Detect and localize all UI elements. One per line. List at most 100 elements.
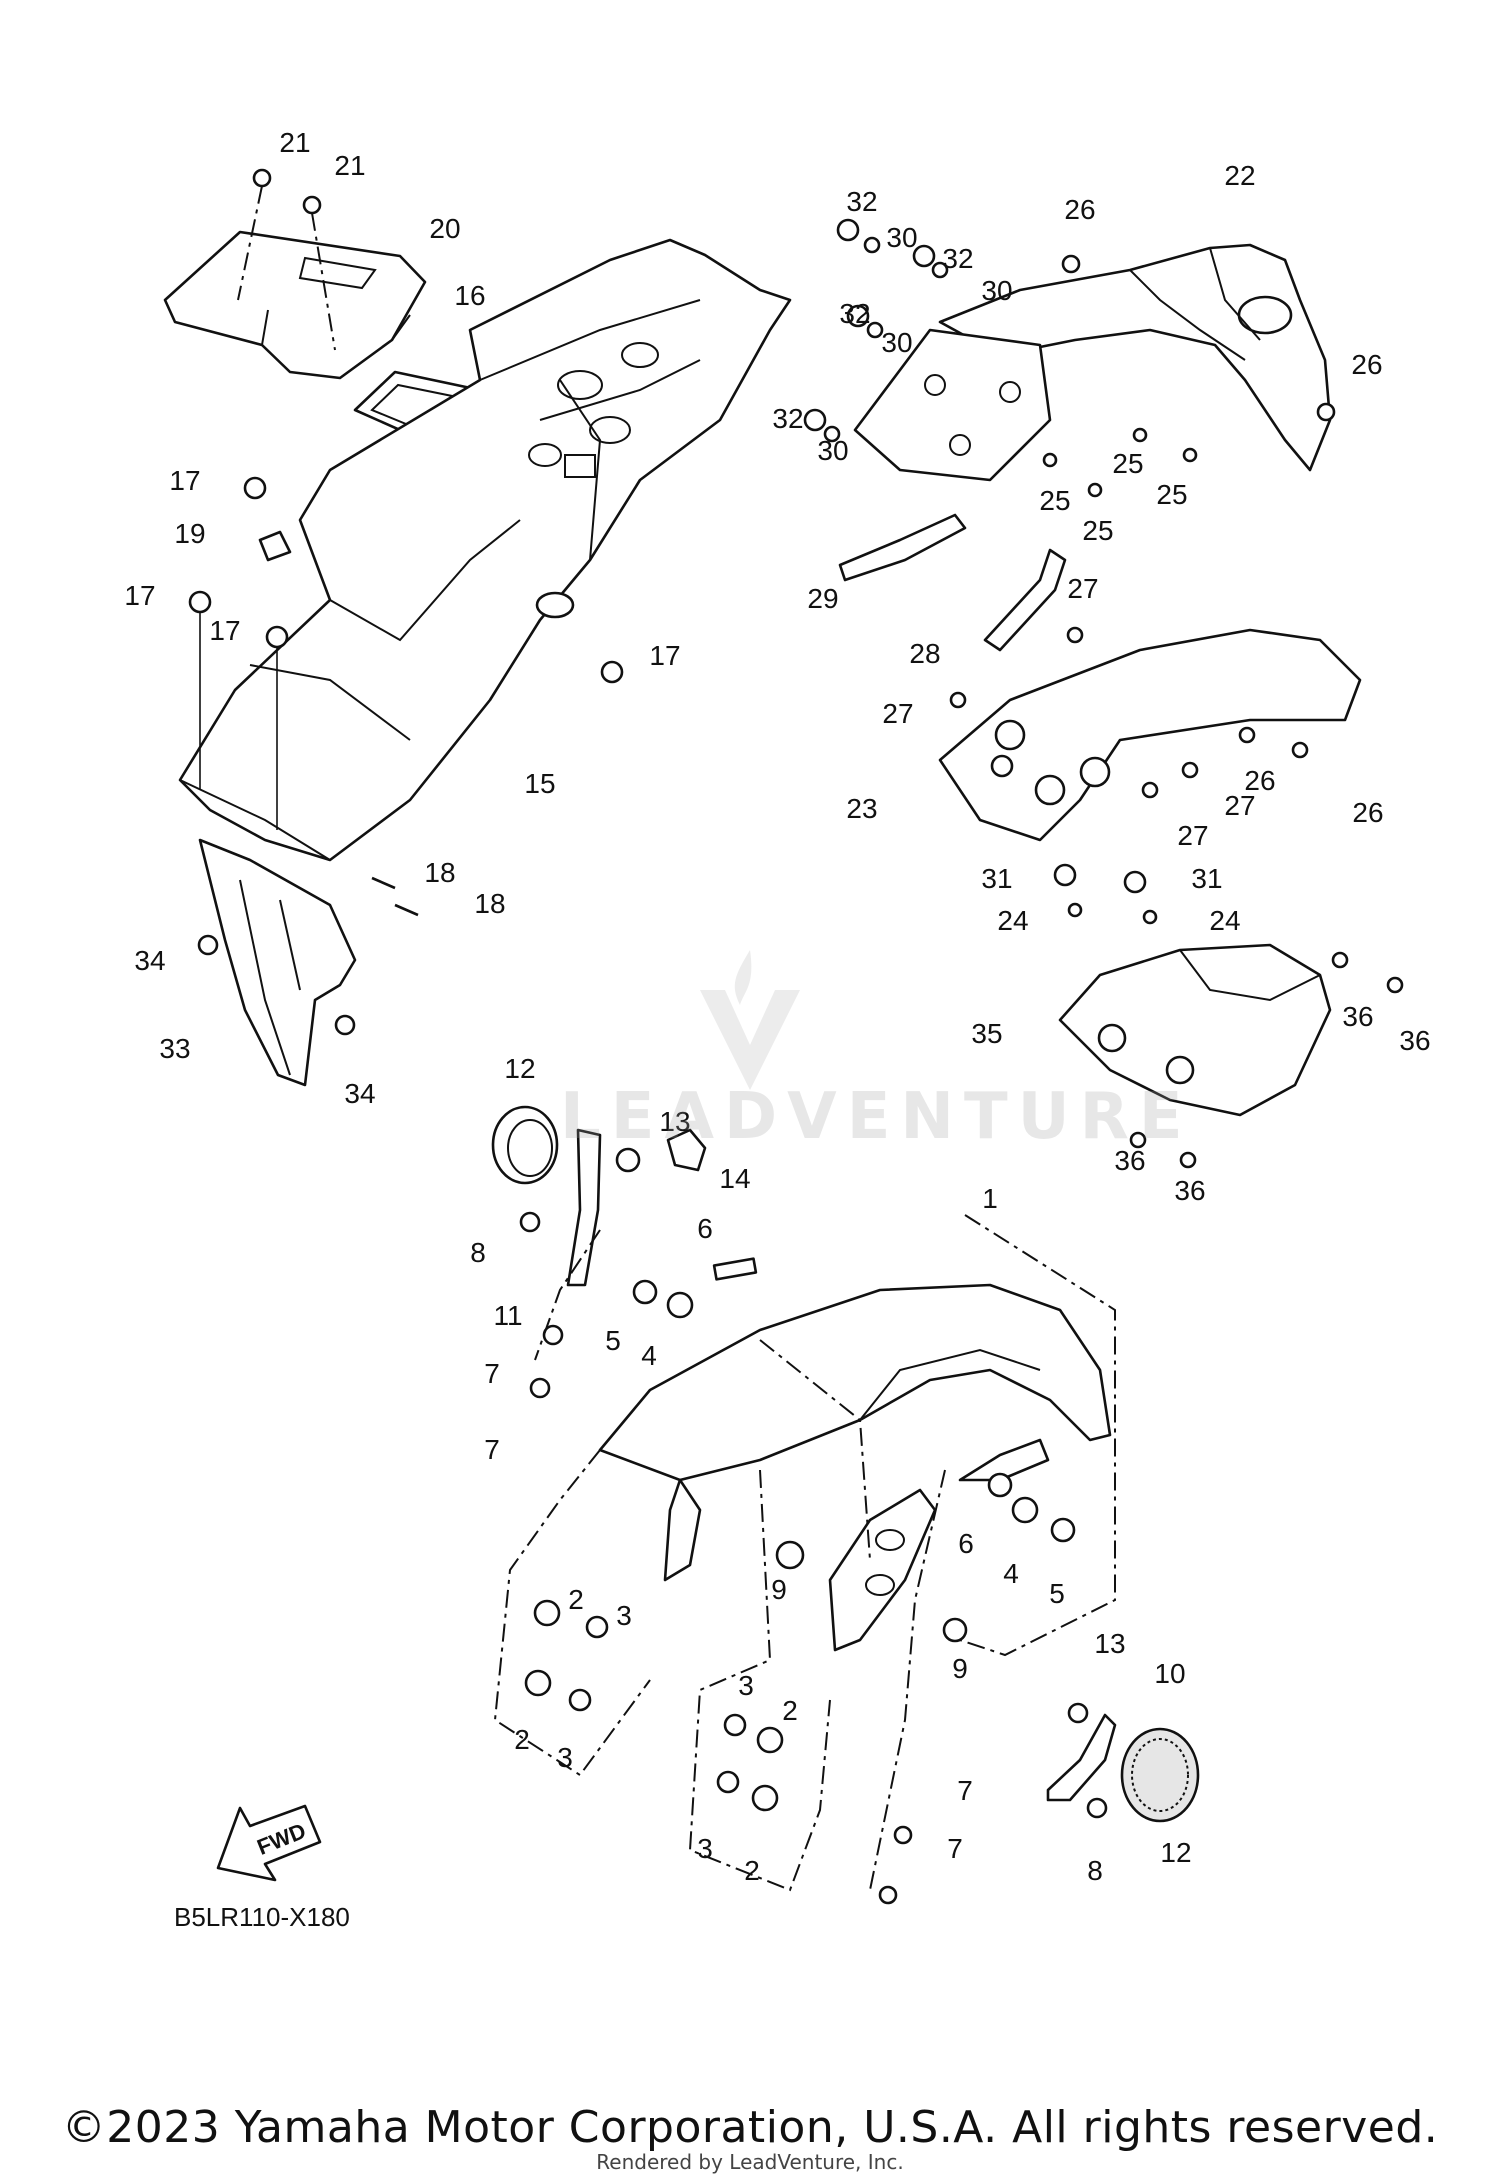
nuts-25 [1042,427,1198,498]
callout-26: 26 [1064,194,1095,225]
callout-12: 12 [504,1053,535,1084]
callout-labels: 2121201617191717171518183433343230323032… [124,127,1430,1886]
grommets-32-30 [803,218,949,443]
callout-27: 27 [1224,790,1255,821]
callout-19: 19 [174,518,205,549]
callout-4: 4 [1003,1558,1019,1589]
callout-30: 30 [817,435,848,466]
callout-33: 33 [159,1033,190,1064]
screws-27 [949,626,1309,799]
callout-30: 30 [881,327,912,358]
nuts-36 [1129,951,1404,1169]
callout-18: 18 [474,888,505,919]
rendered-by-note: Rendered by LeadVenture, Inc. [596,2150,904,2174]
grommets-31-24 [1053,863,1158,925]
callout-16: 16 [454,280,485,311]
callout-22: 22 [1224,160,1255,191]
callout-23: 23 [846,793,877,824]
callout-18: 18 [424,857,455,888]
callout-2: 2 [744,1855,760,1886]
clip-14 [666,1128,707,1172]
callout-9: 9 [952,1653,968,1684]
callout-36: 36 [1174,1175,1205,1206]
callout-32: 32 [839,298,870,329]
callout-21: 21 [279,127,310,158]
callout-26: 26 [1244,765,1275,796]
callout-26: 26 [1352,797,1383,828]
callout-34: 34 [344,1078,375,1109]
callout-2: 2 [782,1695,798,1726]
callout-30: 30 [981,275,1012,306]
callout-24: 24 [1209,905,1240,936]
callout-25: 25 [1039,485,1070,516]
parts-diagram: FWD B5LR110-X180 21212016171917171715181… [124,127,1430,1932]
callout-12: 12 [1160,1837,1191,1868]
callout-32: 32 [772,403,803,434]
callout-3: 3 [738,1670,754,1701]
callout-1: 1 [982,1183,998,1214]
callout-17: 17 [209,615,240,646]
battery-cover-20 [163,230,427,380]
callout-20: 20 [429,213,460,244]
bracket-plate [853,328,1052,482]
callout-13: 13 [659,1106,690,1137]
leadventure-logo-watermark [700,950,800,1090]
callout-5: 5 [605,1325,621,1356]
bolts-17 [188,476,624,830]
callout-9: 9 [771,1574,787,1605]
callout-6: 6 [958,1528,974,1559]
callout-8: 8 [470,1237,486,1268]
callout-36: 36 [1114,1145,1145,1176]
copyright-notice: ©2023 Yamaha Motor Corporation, U.S.A. A… [61,2102,1439,2153]
phantom-lines-front [493,1214,1116,1892]
callout-27: 27 [882,698,913,729]
callout-2: 2 [514,1724,530,1755]
bracket-29 [838,513,967,582]
bracket-28 [983,548,1067,652]
callout-17: 17 [169,465,200,496]
callout-32: 32 [942,243,973,274]
callout-7: 7 [484,1434,500,1465]
bracket-19 [258,530,292,562]
screw-26 [1061,254,1336,422]
callout-35: 35 [971,1018,1002,1049]
callout-15: 15 [524,768,555,799]
callout-7: 7 [957,1775,973,1806]
callout-34: 34 [134,945,165,976]
callout-32: 32 [846,186,877,217]
screws-21 [237,168,336,351]
callout-21: 21 [334,150,365,181]
small-parts-front [519,1147,1108,1905]
callout-13: 13 [1094,1628,1125,1659]
front-fender-1 [598,1283,1112,1652]
callout-24: 24 [997,905,1028,936]
callout-4: 4 [641,1340,657,1371]
callout-27: 27 [1177,820,1208,851]
callout-25: 25 [1082,515,1113,546]
callout-25: 25 [1112,448,1143,479]
callout-11: 11 [493,1300,522,1331]
callout-29: 29 [807,583,838,614]
callout-10: 10 [1154,1658,1185,1689]
callout-28: 28 [909,638,940,669]
callout-17: 17 [124,580,155,611]
fwd-arrow: FWD [216,1804,322,1882]
callout-2: 2 [568,1584,584,1615]
clips-18 [371,876,419,917]
callout-30: 30 [886,222,917,253]
callout-25: 25 [1156,479,1187,510]
stay-23 [938,628,1362,842]
callout-14: 14 [719,1163,750,1194]
callout-31: 31 [981,863,1012,894]
watermark-text: LEADVENTURE [560,1080,1193,1154]
reflector-12-right [1120,1727,1200,1823]
callout-3: 3 [616,1600,632,1631]
reflector-12-left [491,1105,559,1185]
callout-7: 7 [484,1358,500,1389]
callout-31: 31 [1191,863,1222,894]
callout-3: 3 [557,1742,573,1773]
mud-guard-33 [197,838,357,1087]
callout-3: 3 [697,1833,713,1864]
reflector-bracket-11 [566,1128,602,1287]
rear-fender-15 [178,238,792,862]
